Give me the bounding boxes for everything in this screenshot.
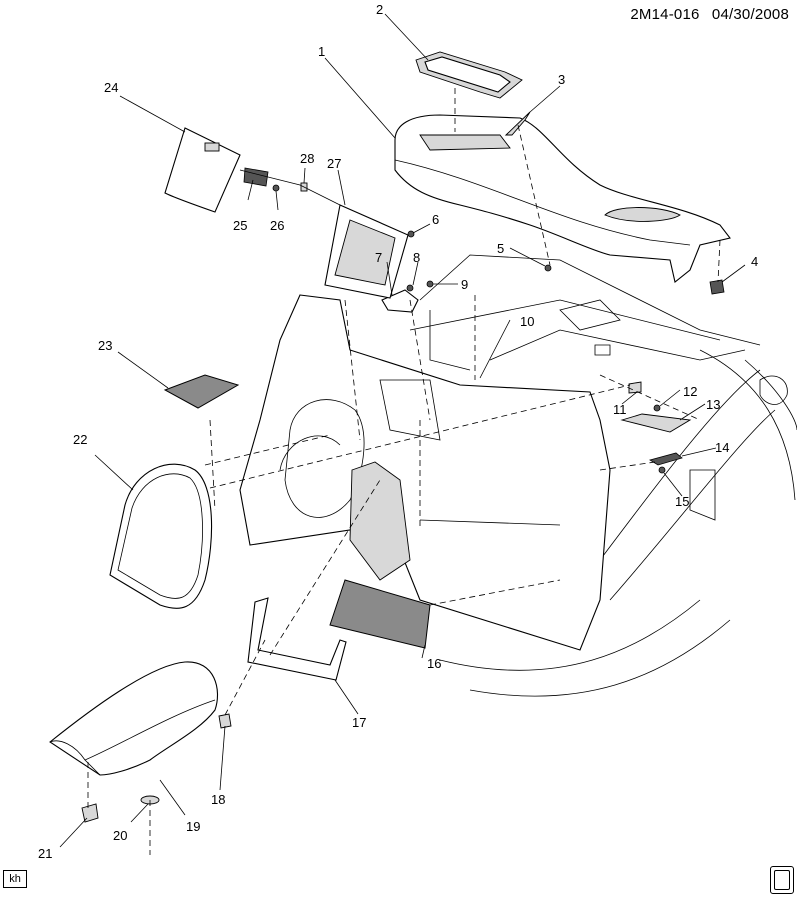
callout-12: 12 bbox=[683, 384, 697, 399]
callout-8: 8 bbox=[413, 250, 420, 265]
part-9-screw bbox=[426, 280, 434, 288]
diagram-id: 2M14-016 bbox=[630, 6, 700, 23]
part-3-trim bbox=[504, 111, 531, 136]
callout-24: 24 bbox=[104, 80, 118, 95]
part-7-bracket bbox=[381, 289, 419, 313]
callout-11: 11 bbox=[613, 402, 627, 417]
callout-19: 19 bbox=[186, 819, 200, 834]
logo-frame bbox=[774, 870, 790, 890]
callout-28: 28 bbox=[300, 151, 314, 166]
part-4-clip bbox=[709, 279, 725, 295]
body-shell bbox=[409, 254, 797, 697]
part-18-clip bbox=[218, 713, 232, 729]
artist-tag: kh bbox=[3, 870, 27, 888]
part-21-clip bbox=[81, 803, 99, 823]
part-27-panel bbox=[324, 204, 409, 299]
part-10-trim-panel bbox=[239, 294, 611, 651]
callout-10: 10 bbox=[520, 314, 534, 329]
part-12-screw bbox=[653, 404, 661, 412]
callout-23: 23 bbox=[98, 338, 112, 353]
callout-4: 4 bbox=[751, 254, 758, 269]
callout-9: 9 bbox=[461, 277, 468, 292]
callout-6: 6 bbox=[432, 212, 439, 227]
callout-25: 25 bbox=[233, 218, 247, 233]
part-5-screw bbox=[544, 264, 552, 272]
gm-spo-logo bbox=[770, 866, 794, 894]
callout-3: 3 bbox=[558, 72, 565, 87]
callout-18: 18 bbox=[211, 792, 225, 807]
part-23-grille-pad bbox=[163, 374, 240, 409]
diagram-date: 04/30/2008 bbox=[711, 6, 789, 23]
part-2-bezel bbox=[415, 51, 523, 99]
part-1-console-cover bbox=[394, 114, 731, 283]
part-24-door bbox=[164, 127, 241, 213]
callout-13: 13 bbox=[706, 397, 720, 412]
part-16-grille bbox=[329, 579, 431, 649]
callout-22: 22 bbox=[73, 432, 87, 447]
callout-7: 7 bbox=[375, 250, 382, 265]
callout-16: 16 bbox=[427, 656, 441, 671]
part-26-screw bbox=[272, 184, 280, 192]
callout-14: 14 bbox=[715, 440, 729, 455]
callout-2: 2 bbox=[376, 2, 383, 17]
part-14-latch bbox=[649, 452, 683, 466]
part-15-screw bbox=[658, 466, 666, 474]
callout-5: 5 bbox=[497, 241, 504, 256]
install-lines bbox=[87, 88, 721, 855]
callout-15: 15 bbox=[675, 494, 689, 509]
part-19-cover bbox=[49, 661, 218, 776]
part-6-screw bbox=[407, 230, 415, 238]
part-13-bracket bbox=[620, 413, 692, 433]
callout-20: 20 bbox=[113, 828, 127, 843]
callout-labels: 1 2 3 4 5 6 7 8 9 10 11 12 13 14 15 16 1… bbox=[38, 2, 758, 861]
part-25-latch bbox=[243, 167, 269, 187]
leader-lines bbox=[59, 13, 746, 848]
part-8-nut bbox=[406, 284, 414, 292]
callout-17: 17 bbox=[352, 715, 366, 730]
part-11-clip bbox=[628, 381, 642, 394]
callout-27: 27 bbox=[327, 156, 341, 171]
callout-1: 1 bbox=[318, 44, 325, 59]
part-17-molding bbox=[247, 597, 347, 681]
callout-26: 26 bbox=[270, 218, 284, 233]
callout-21: 21 bbox=[38, 846, 52, 861]
diagram-header: 2M14-016 04/30/2008 bbox=[622, 6, 789, 23]
